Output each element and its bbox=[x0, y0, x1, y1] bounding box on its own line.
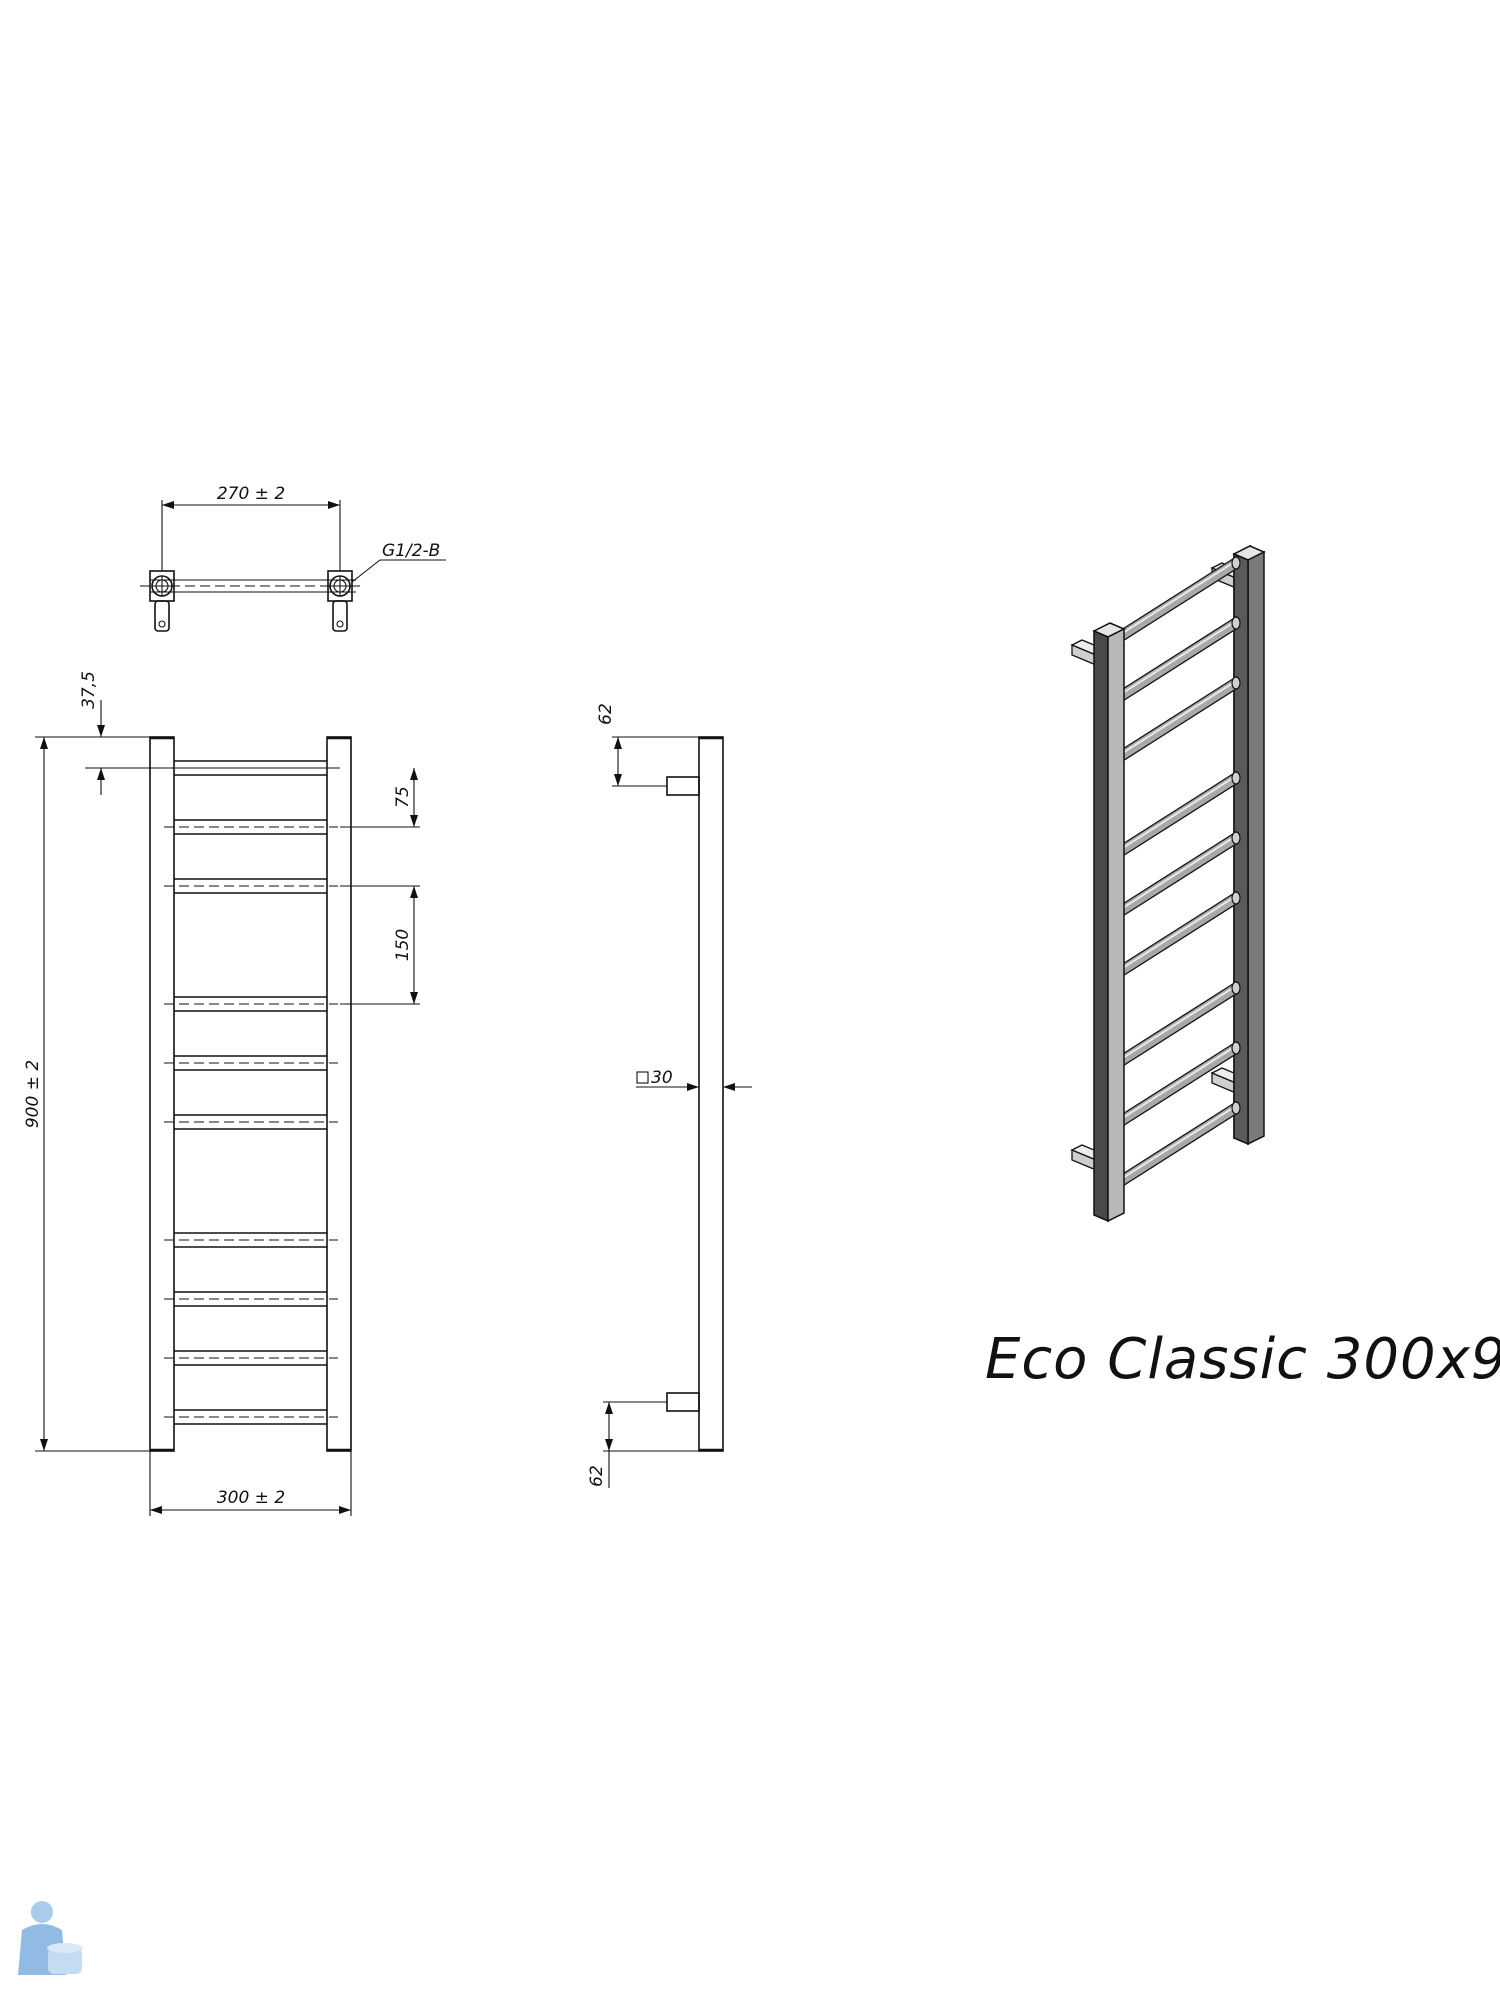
top-view: 270 ± 2 G1/2-B bbox=[140, 484, 446, 632]
isometric-crossbar bbox=[1117, 980, 1241, 1071]
front-view: 37,5 75 150 900 ± 2 300 ± 2 bbox=[23, 671, 420, 1516]
bottom-mount-label: 62 bbox=[587, 1465, 607, 1487]
spacing-small-label: 75 bbox=[393, 786, 413, 808]
front-crossbar bbox=[164, 996, 338, 1012]
top-offset-label: 37,5 bbox=[79, 671, 99, 709]
square-profile-icon bbox=[636, 1071, 649, 1084]
side-view: 62 30 62 bbox=[587, 703, 752, 1488]
profile-label: 30 bbox=[651, 1068, 673, 1088]
front-crossbar bbox=[164, 1350, 338, 1366]
front-crossbar bbox=[164, 1409, 338, 1425]
isometric-crossbars bbox=[1117, 555, 1241, 1191]
top-mount-label: 62 bbox=[596, 703, 616, 725]
front-crossbar bbox=[164, 1232, 338, 1248]
height-label: 900 ± 2 bbox=[23, 1060, 43, 1128]
isometric-crossbar bbox=[1117, 1040, 1241, 1131]
thread-label: G1/2-B bbox=[382, 541, 440, 561]
top-width-label: 270 ± 2 bbox=[217, 484, 285, 504]
front-crossbar bbox=[164, 878, 338, 894]
front-width-label: 300 ± 2 bbox=[217, 1488, 285, 1508]
front-crossbar bbox=[164, 1114, 338, 1130]
front-crossbar bbox=[164, 1291, 338, 1307]
front-crossbars bbox=[164, 760, 338, 1425]
product-title: Eco Classic 300x900 bbox=[985, 1327, 1500, 1392]
plumber-logo-icon bbox=[18, 1901, 83, 1975]
front-crossbar bbox=[164, 819, 338, 835]
isometric-crossbar bbox=[1117, 770, 1241, 861]
front-crossbar bbox=[164, 1055, 338, 1071]
spacing-large-label: 150 bbox=[393, 929, 413, 961]
isometric-view: Eco Classic 300x900 bbox=[985, 544, 1500, 1392]
isometric-crossbar bbox=[1117, 1100, 1241, 1191]
